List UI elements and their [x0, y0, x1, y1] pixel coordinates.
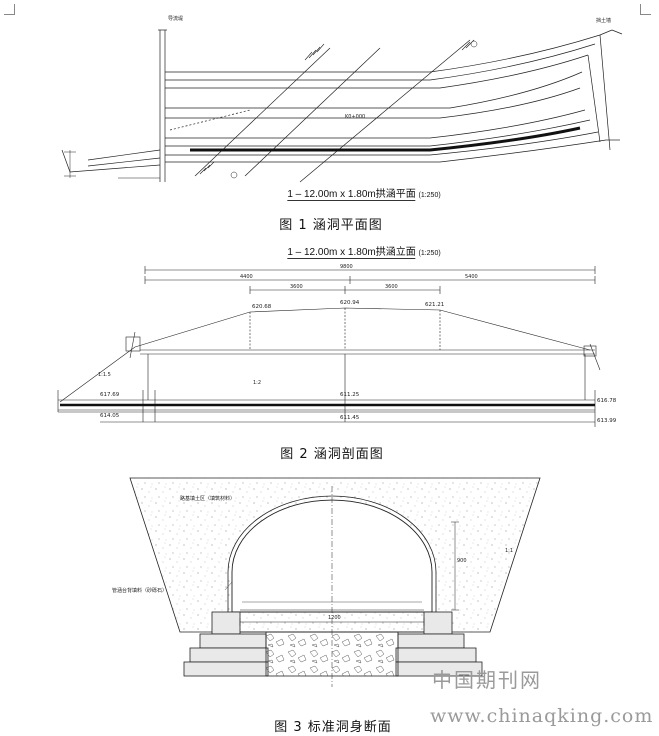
watermark-cn: 中国期刊网 [432, 668, 542, 692]
dim-height: 900 [457, 558, 467, 564]
elev-right-1: 616.78 [597, 398, 617, 404]
frame-corner-tr [640, 4, 651, 15]
cross-section-drawing: 1200 900 1:1 路基填土区（填筑材料） 管涵台背填料（砂砾石） [112, 477, 541, 687]
dim-width: 1200 [328, 615, 341, 621]
label-wall: 管涵台背填料（砂砾石） [112, 587, 167, 594]
flow-label: 1:2 [253, 380, 261, 386]
plan-label-left: 导流堤 [168, 15, 183, 22]
figure-2-caption: 图 2 涵洞剖面图 [280, 447, 384, 462]
elev-top-left: 620.68 [252, 304, 272, 310]
plan-center-label: K0+000 [345, 114, 365, 120]
elev-top-mid: 620.94 [340, 300, 360, 306]
elev-mid-1: 611.25 [340, 392, 360, 398]
dim-left: 4400 [240, 274, 253, 280]
slope-label: 1:1.5 [98, 372, 111, 378]
figure-3-caption: 图 3 标准洞身断面 [274, 720, 392, 735]
label-fill: 路基填土区（填筑材料） [180, 495, 235, 502]
watermark-url: www.chinaqking.com [430, 705, 654, 727]
dim-mid-left: 3600 [290, 284, 303, 290]
slope-label-3: 1:1 [505, 548, 513, 554]
figure-1-subtitle: 1 – 12.00m x 1.80m拱涵平面 (1:250) [287, 189, 441, 201]
elev-left-1: 617.69 [100, 392, 120, 398]
frame-corner-tl [4, 4, 15, 15]
elev-mid-2: 611.45 [340, 415, 360, 421]
dim-right: 5400 [465, 274, 478, 280]
figure-1-caption: 图 1 涵洞平面图 [279, 218, 383, 233]
figure-2-subtitle: 1 – 12.00m x 1.80m拱涵立面 (1:250) [287, 247, 441, 259]
dim-total: 9800 [340, 264, 353, 270]
plan-view-drawing: 导流堤 挡土墙 K0+000 [61, 15, 623, 183]
elev-right-2: 613.99 [597, 418, 617, 424]
dim-mid-right: 3600 [385, 284, 398, 290]
elev-top-right: 621.21 [425, 302, 444, 308]
plan-label-right: 挡土墙 [596, 17, 611, 24]
elev-left-2: 614.05 [100, 413, 120, 419]
section-view-drawing: 9800 4400 5400 3600 3600 620.68 620.94 6… [57, 264, 617, 427]
